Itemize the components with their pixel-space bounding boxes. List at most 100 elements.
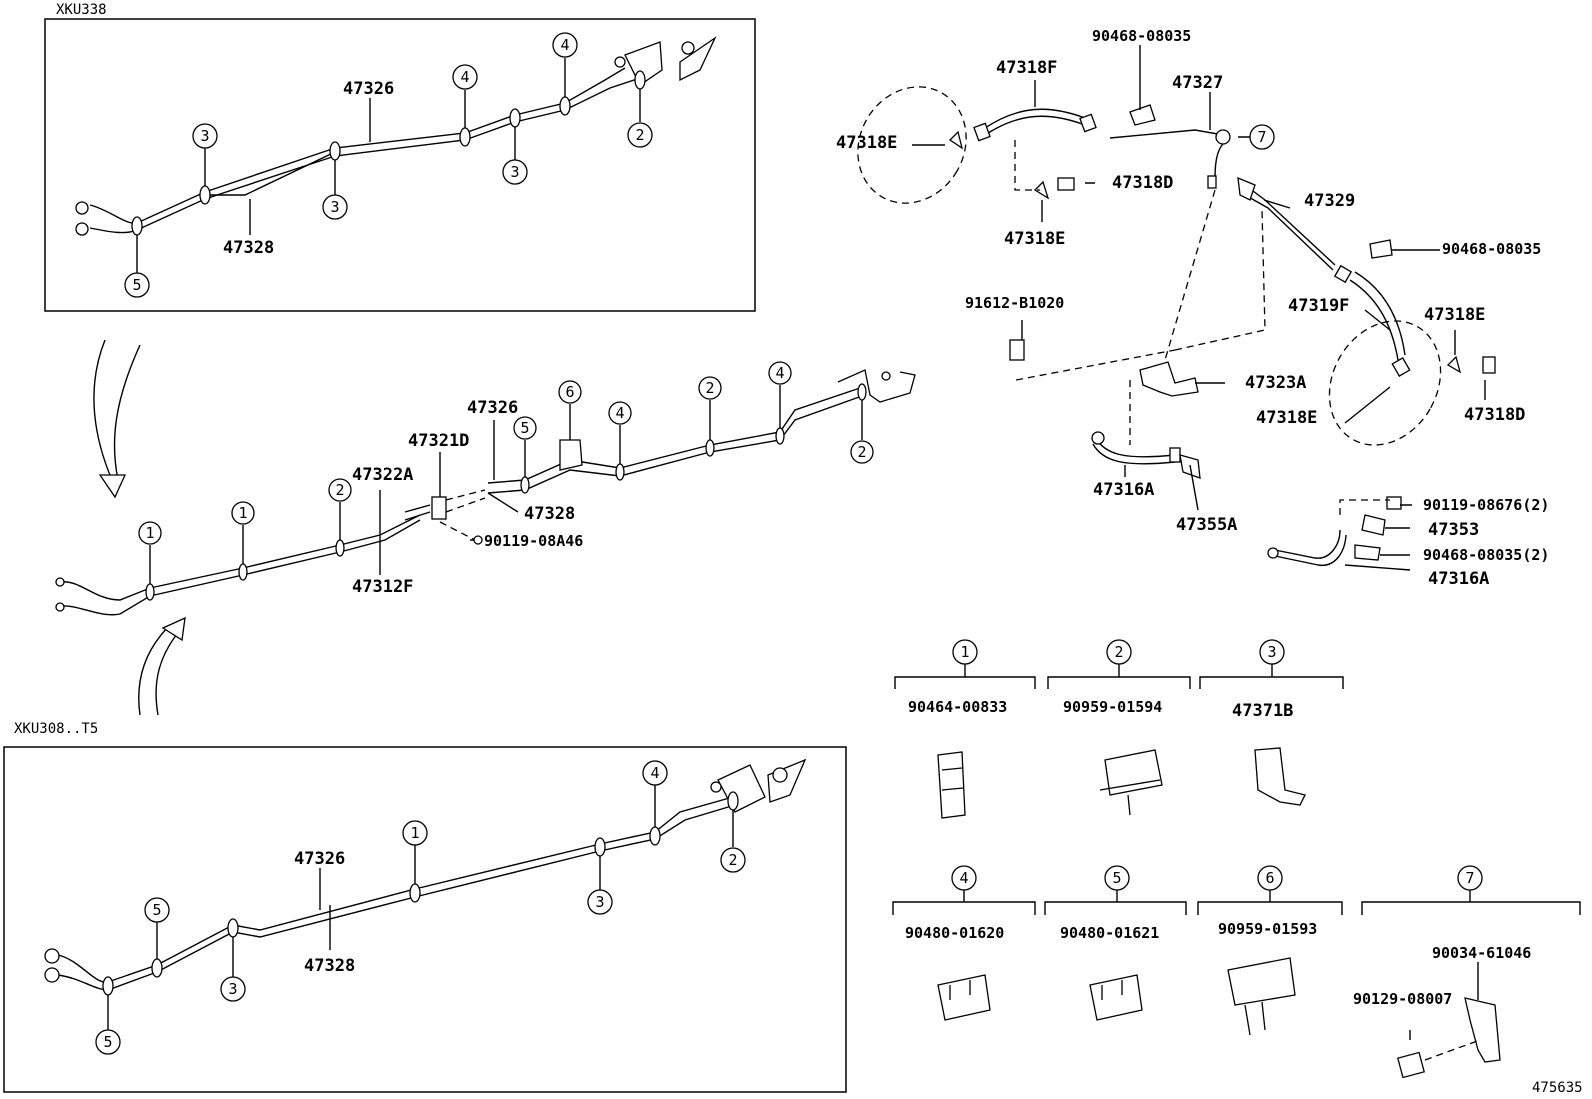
top-brake-pipe-lower	[89, 77, 641, 234]
svg-text:5: 5	[132, 276, 141, 294]
legend-item-1: 1 90464-00833	[894, 639, 1036, 819]
main-assembly: 1 1 2 5 6 4 2 4 2 47326 47321D 47322A 47…	[55, 361, 916, 616]
arrow-up-head	[161, 616, 186, 642]
main-rear-pipe-lower	[487, 395, 863, 494]
main-bracket-6	[559, 439, 583, 471]
svg-text:90034-61046: 90034-61046	[1432, 944, 1531, 962]
svg-text:90464-00833: 90464-00833	[908, 698, 1007, 716]
svg-text:6: 6	[565, 383, 574, 401]
flex-hose-47322A	[404, 504, 431, 521]
label-47318F: 47318F	[996, 58, 1057, 78]
bottom-label-47326: 47326	[294, 849, 345, 869]
legend-item-4: 4 90480-01620	[892, 865, 1036, 1021]
label-47327: 47327	[1172, 73, 1223, 93]
svg-text:3: 3	[228, 980, 237, 998]
diagram-id: 475635	[1532, 1080, 1583, 1096]
label-47316A-top: 47316A	[1093, 480, 1154, 500]
label-90119-08676: 90119-08676(2)	[1423, 496, 1549, 514]
bolt-47318D	[1057, 177, 1075, 191]
top-clip-3c	[509, 108, 521, 128]
label-47318E-right: 47318E	[1424, 305, 1485, 325]
clip-90468-08035-top	[1129, 104, 1156, 126]
junction-block-47321D	[431, 496, 447, 520]
label-47323A: 47323A	[1245, 373, 1306, 393]
bottom-front-fitting-b	[44, 967, 60, 983]
label-90468-08035-2: 90468-08035(2)	[1423, 546, 1549, 564]
legend-item-3: 3 47371B	[1199, 639, 1344, 806]
main-rear-pipe-upper	[487, 387, 861, 484]
bolt-90119-08676	[1386, 496, 1402, 510]
clip-90468-08035-mid	[1369, 239, 1393, 259]
top-panel-title: XKU338	[56, 2, 107, 18]
main-label-47321D: 47321D	[408, 431, 469, 451]
top-clip-5	[131, 216, 143, 236]
label-90468-08035-top: 90468-08035	[1092, 27, 1191, 45]
svg-text:90959-01594: 90959-01594	[1063, 698, 1162, 716]
top-brake-pipe-branch	[205, 151, 336, 196]
svg-text:4: 4	[775, 364, 784, 382]
label-47319F: 47319F	[1288, 296, 1349, 316]
svg-text:3: 3	[510, 163, 519, 181]
top-clip-3b	[329, 141, 341, 161]
top-fitting	[681, 41, 695, 55]
main-label-47328: 47328	[524, 504, 575, 524]
bottom-bracket-end	[767, 758, 807, 803]
hose-47319F	[1349, 271, 1406, 361]
label-47329: 47329	[1304, 191, 1355, 211]
label-47355A: 47355A	[1176, 515, 1237, 535]
bottom-brake-pipe-upper	[57, 796, 734, 983]
bottom-front-fitting-a	[44, 948, 60, 964]
main-callouts: 1 1 2 5 6 4 2 4 2	[138, 361, 874, 545]
clip-47318E-mid	[1033, 180, 1050, 200]
svg-text:4: 4	[615, 404, 624, 422]
svg-text:5: 5	[152, 901, 161, 919]
main-pipe-lower	[61, 519, 421, 616]
bolt-icon-90129-08007	[1396, 1051, 1426, 1079]
svg-text:7: 7	[1257, 128, 1266, 146]
arrow-down-head	[98, 474, 127, 499]
svg-text:2: 2	[857, 443, 866, 461]
legend-item-6: 6 90959-01593	[1197, 865, 1343, 1036]
label-47316A-bottom: 47316A	[1428, 569, 1489, 589]
top-clip-3a	[199, 185, 211, 205]
label-90468-08035-mid: 90468-08035	[1442, 240, 1541, 258]
top-variant-panel: XKU338 3 5 3 4 3 4 2 473	[44, 2, 756, 312]
svg-text:4: 4	[959, 869, 968, 887]
svg-text:7: 7	[1465, 869, 1474, 887]
svg-text:2: 2	[728, 851, 737, 869]
bottom-bracket-rear	[717, 764, 766, 813]
svg-text:90480-01621: 90480-01621	[1060, 924, 1159, 942]
svg-text:2: 2	[1114, 643, 1123, 661]
svg-text:47371B: 47371B	[1232, 701, 1293, 721]
svg-text:90129-08007: 90129-08007	[1353, 990, 1452, 1008]
top-clip-4b	[559, 96, 571, 116]
clip-icon-90959-01593	[1227, 957, 1296, 1036]
svg-text:3: 3	[200, 127, 209, 145]
bracket-47323A	[1139, 361, 1199, 397]
clip-47318E-right	[1446, 355, 1462, 374]
svg-text:5: 5	[1112, 869, 1121, 887]
top-bracket-end	[679, 36, 717, 82]
bottom-fitting-2	[710, 781, 722, 793]
label-47318E-low: 47318E	[1256, 408, 1317, 428]
label-47318E-left: 47318E	[836, 133, 897, 153]
main-label-47326: 47326	[467, 398, 518, 418]
svg-text:2: 2	[705, 379, 714, 397]
clip-icon-90480-01621	[1089, 974, 1143, 1021]
bolt-91612-B1020	[1009, 339, 1025, 361]
bolt-47318D-right	[1482, 356, 1496, 374]
main-rear-bracket	[837, 369, 916, 403]
bottom-variant-panel: XKU308..T5 5 5 3 1 3 4 2 47326 47328	[3, 721, 847, 1093]
svg-text:3: 3	[1267, 643, 1276, 661]
top-panel-frame	[44, 18, 756, 312]
bottom-label-47328: 47328	[304, 956, 355, 976]
main-label-47312F: 47312F	[352, 577, 413, 597]
clip-icon-90464-00833	[937, 751, 966, 819]
bottom-callouts: 5 5 3 1 3 4 2	[95, 760, 746, 1055]
left-wheel-detail-ring	[857, 86, 967, 204]
clip-47353	[1361, 514, 1386, 536]
main-pipe-upper	[61, 514, 421, 601]
svg-text:1: 1	[145, 524, 154, 542]
main-front-fitting-a	[55, 577, 65, 587]
label-47318E-mid: 47318E	[1004, 229, 1065, 249]
